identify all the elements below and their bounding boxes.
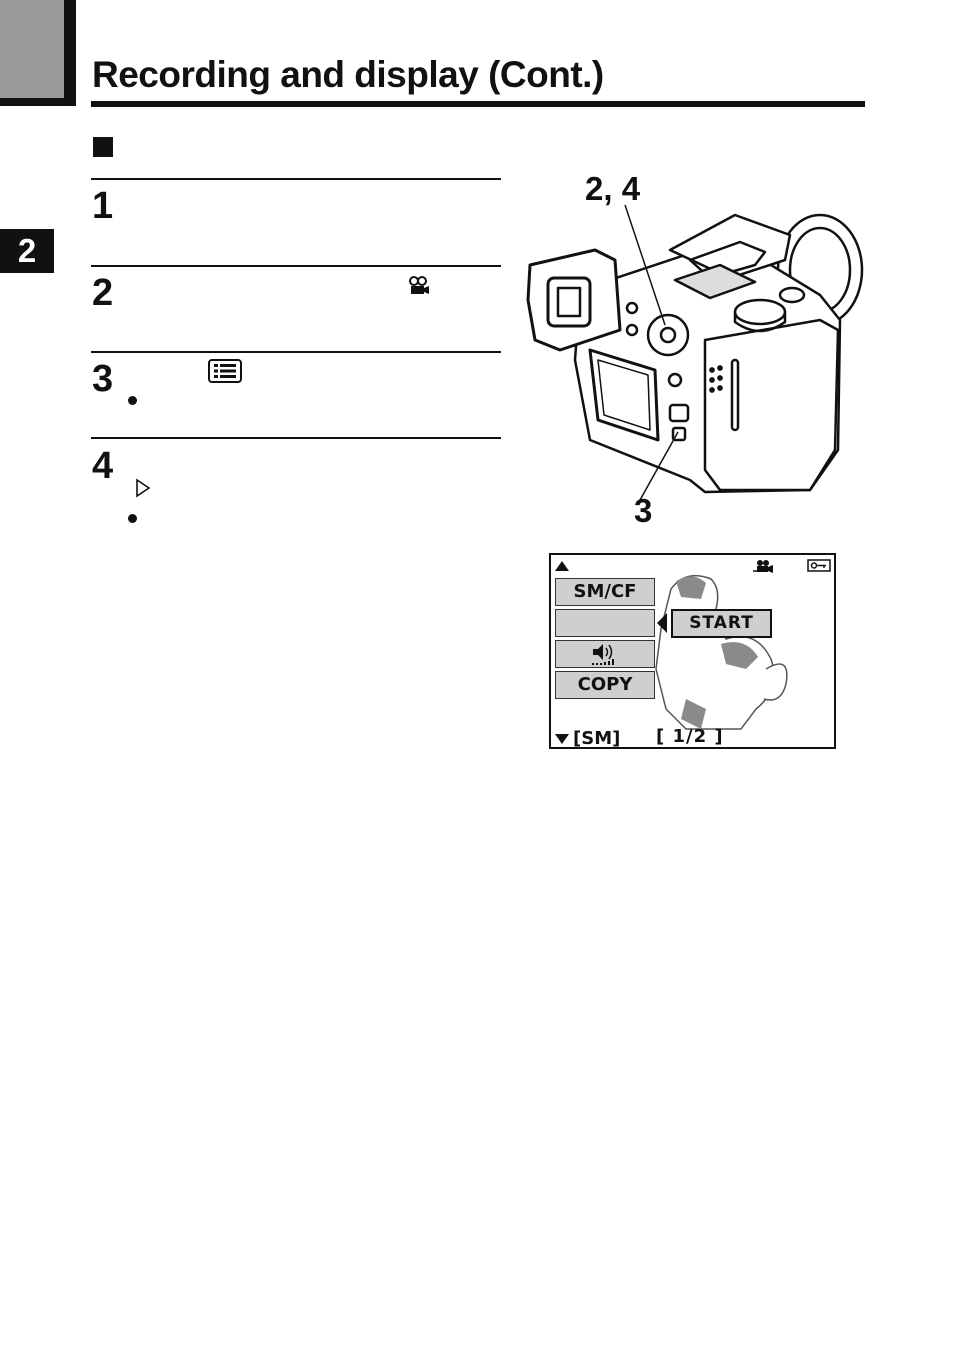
card-label: [SM] bbox=[573, 728, 621, 749]
bullet-point bbox=[128, 396, 137, 405]
camera-illustration bbox=[526, 204, 864, 500]
down-arrow-icon bbox=[555, 734, 569, 744]
page-title: Recording and display (Cont.) bbox=[92, 54, 604, 95]
blank-menu-button[interactable] bbox=[555, 609, 655, 637]
step-number: 1 bbox=[92, 185, 114, 227]
step-number: 3 bbox=[92, 358, 114, 400]
step-divider bbox=[91, 351, 501, 353]
corner-tab-decoration bbox=[0, 0, 76, 106]
protect-key-icon bbox=[807, 559, 831, 572]
sm-cf-menu-button[interactable]: SM/CF bbox=[555, 578, 655, 606]
speaker-volume-icon bbox=[592, 644, 614, 665]
step-divider bbox=[91, 437, 501, 439]
dog-image bbox=[655, 574, 788, 730]
step-number: 4 bbox=[92, 445, 114, 487]
copy-menu-button[interactable]: COPY bbox=[555, 671, 655, 699]
lcd-screen: SM/CF COPY START [SM] [ 1/2 ] bbox=[549, 553, 836, 749]
bullet-point bbox=[128, 514, 137, 523]
step-number: 2 bbox=[92, 272, 114, 314]
start-button[interactable]: START bbox=[671, 609, 772, 638]
step-divider bbox=[91, 178, 501, 180]
chapter-tab: 2 bbox=[0, 229, 54, 273]
left-selector-arrow-icon bbox=[657, 613, 667, 633]
up-arrow-icon bbox=[555, 561, 569, 571]
page-indicator: [ 1/2 ] bbox=[656, 726, 724, 747]
section-marker-square bbox=[93, 137, 113, 157]
figure-callout-label: 2, 4 bbox=[585, 170, 641, 207]
movie-camera-icon bbox=[409, 276, 429, 294]
volume-menu-button[interactable] bbox=[555, 640, 655, 668]
step-divider bbox=[91, 265, 501, 267]
title-underline bbox=[91, 101, 865, 107]
menu-icon bbox=[208, 359, 242, 383]
figure-callout-label: 3 bbox=[634, 492, 653, 529]
play-triangle-icon bbox=[136, 478, 151, 498]
movie-icon bbox=[753, 560, 773, 573]
